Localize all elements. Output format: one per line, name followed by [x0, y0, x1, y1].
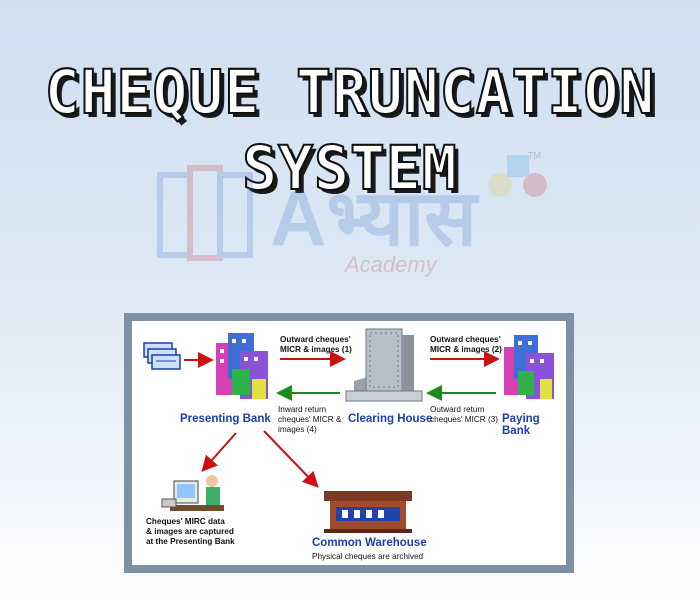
diagram-canvas: Presenting Bank Clearing House Paying Ba… [132, 321, 566, 565]
node-presenting-bank: Presenting Bank [180, 413, 271, 425]
diagram-graphics [143, 328, 554, 533]
watermark-tm: TM [528, 150, 541, 160]
watermark-logo: Aभ्यास Academy TM [157, 150, 547, 277]
presenting-bank-icon [216, 333, 268, 399]
clearing-house-icon [345, 328, 423, 402]
node-clearing-house: Clearing House [348, 413, 433, 425]
title-line-2: SYSTEM [241, 131, 458, 204]
capture-arrow [201, 432, 237, 472]
book-icon [157, 165, 253, 261]
paying-bank-icon [504, 335, 554, 399]
caption-archive: Physical cheques are archived [312, 552, 424, 561]
workstation-icon [161, 475, 224, 511]
archive-arrow [263, 430, 319, 488]
edge-label-inward-return-4: Inward return cheques' MICR & images (4) [278, 405, 342, 434]
warehouse-icon [324, 491, 412, 533]
watermark-sub: Academy [343, 252, 439, 277]
edge-label-outward-2: Outward cheques' MICR & images (2) [430, 335, 502, 354]
edge-label-outward-return-3: Outward return cheques' MICR (3) [430, 405, 498, 424]
title-line-1: CHEQUE TRUNCATION [44, 55, 656, 128]
watermark-brand: Aभ्यास [270, 174, 480, 262]
node-common-warehouse: Common Warehouse [312, 537, 427, 549]
cts-diagram: Presenting Bank Clearing House Paying Ba… [124, 313, 574, 573]
caption-capture: Cheques' MIRC data & images are captured… [146, 517, 235, 546]
edge-label-outward-1: Outward cheques' MICR & images (1) [280, 335, 352, 354]
cheque-stack-icon [143, 342, 181, 370]
node-paying-bank: Paying Bank [502, 413, 540, 437]
